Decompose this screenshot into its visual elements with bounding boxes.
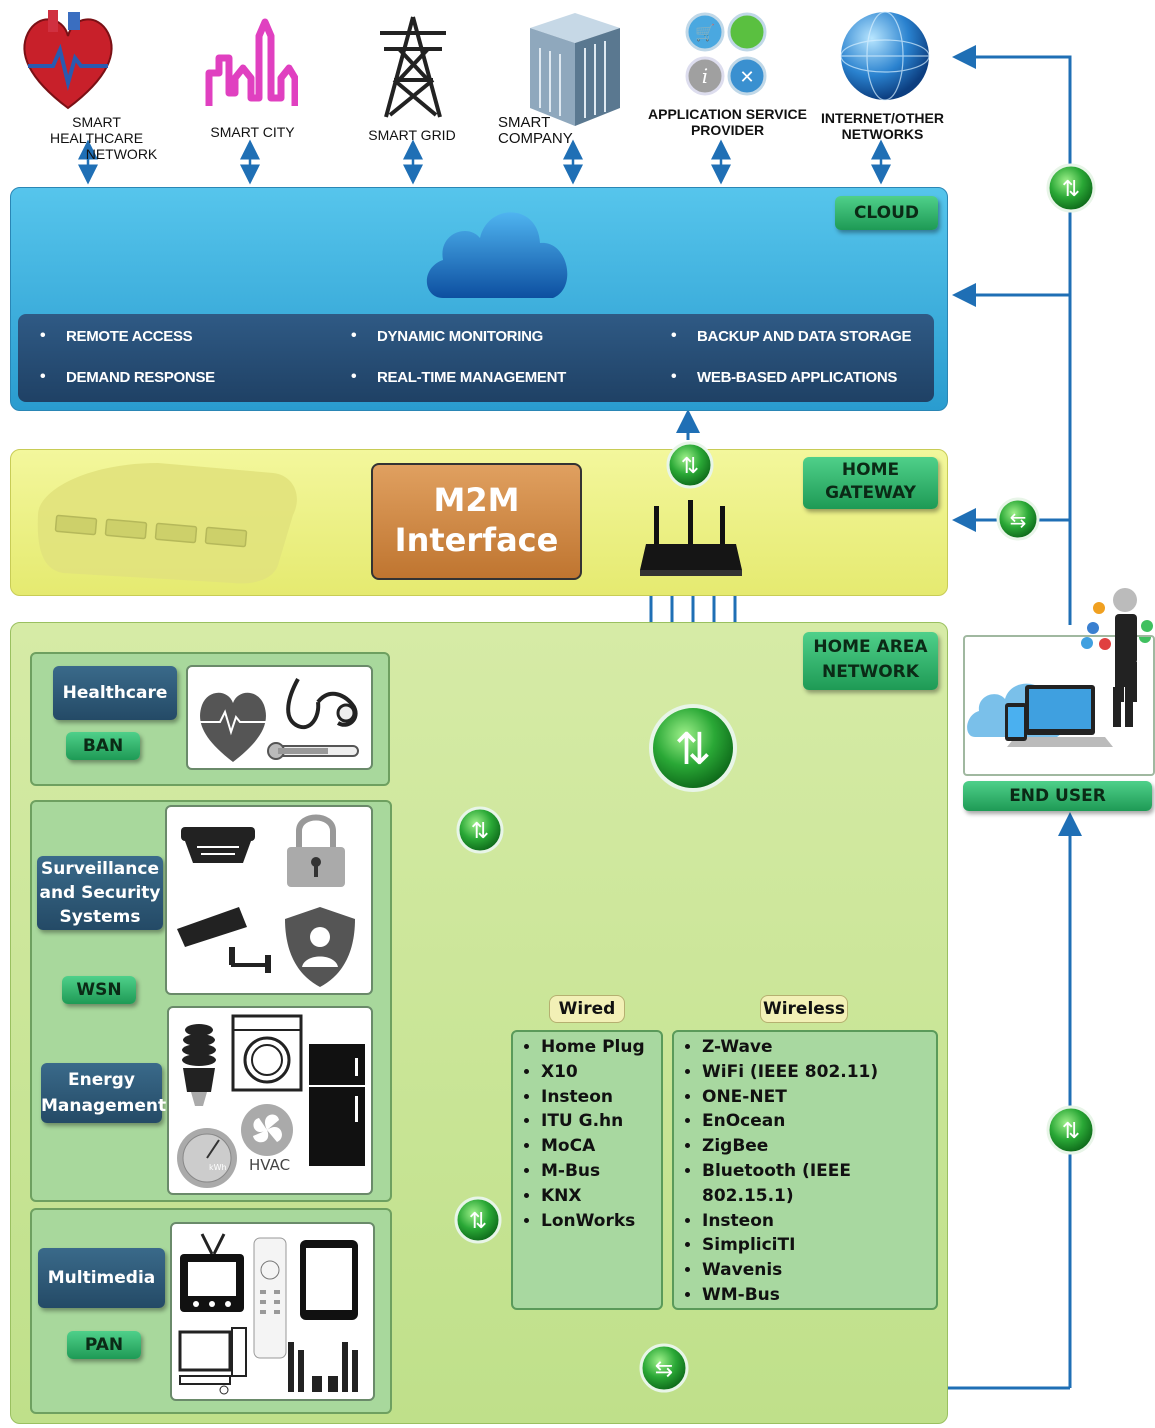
padlock-icon <box>287 814 345 887</box>
cctv-camera-icon <box>177 907 271 973</box>
exchange-horizontal-icon: ⇆ <box>996 497 1040 541</box>
stethoscope-icon <box>286 678 358 729</box>
top-node-arrows <box>78 139 891 185</box>
service-dynamic-monitoring: DYNAMIC MONITORING <box>351 327 543 345</box>
healthcare-devices-box <box>186 665 373 770</box>
washing-machine-icon <box>231 1014 303 1092</box>
energy-devices-box: kWh HVAC <box>167 1006 373 1195</box>
usb-hub-icon <box>37 463 297 584</box>
pan-tag: PAN <box>67 1331 141 1359</box>
app-service-icon: 🛒 i ✕ <box>685 12 767 96</box>
wireless-item: WiFi (IEEE 802.11) <box>702 1060 936 1085</box>
exchange-horizontal-icon: ⇆ <box>639 1343 689 1393</box>
wireless-list: Z-Wave WiFi (IEEE 802.11) ONE-NET EnOcea… <box>672 1030 938 1310</box>
smoke-detector-icon <box>181 827 255 863</box>
desktop-computer-icon <box>178 1327 247 1395</box>
wired-item: Insteon <box>541 1085 661 1110</box>
wireless-item: Insteon <box>702 1209 936 1234</box>
wsn-tag: WSN <box>62 976 136 1004</box>
wireless-item: Bluetooth (IEEE 802.15.1) <box>702 1159 936 1209</box>
svg-text:⇅: ⇅ <box>675 724 712 775</box>
node-label-grid: SMART GRID <box>368 127 456 143</box>
cloud-devices-icon <box>967 683 1113 747</box>
svg-text:⇅: ⇅ <box>681 454 699 479</box>
service-demand-response: DEMAND RESPONSE <box>40 368 215 386</box>
remote-control-icon <box>253 1237 287 1359</box>
wired-item: LonWorks <box>541 1209 661 1234</box>
refrigerator-icon <box>309 1044 365 1166</box>
svg-text:⇅: ⇅ <box>469 1209 487 1234</box>
svg-text:i: i <box>702 64 708 88</box>
service-remote-access: REMOTE ACCESS <box>40 327 193 345</box>
tv-icon <box>180 1233 244 1312</box>
multimedia-label: Multimedia <box>38 1248 165 1308</box>
light-bulb-icon <box>182 1024 216 1106</box>
wireless-item: WM-Bus <box>702 1283 936 1308</box>
wireless-item: ZigBee <box>702 1134 936 1159</box>
service-web-apps: WEB-BASED APPLICATIONS <box>671 368 897 386</box>
kwh-label: kWh <box>209 1163 227 1172</box>
svg-text:⇅: ⇅ <box>1062 177 1080 202</box>
exchange-vertical-icon: ⇅ <box>454 1196 502 1244</box>
hvac-label: HVAC <box>249 1156 290 1174</box>
svg-text:✕: ✕ <box>739 67 754 88</box>
heart-icon <box>23 10 113 110</box>
router-icon <box>640 500 742 576</box>
exchange-vertical-icon: ⇅ <box>1046 1105 1096 1155</box>
wired-item: MoCA <box>541 1134 661 1159</box>
security-devices-box <box>165 805 373 995</box>
wireless-item: SimpliciTI <box>702 1233 936 1258</box>
node-label-city: SMART CITY <box>210 124 295 140</box>
exchange-vertical-icon: ⇅ <box>1046 163 1096 213</box>
wired-item: M-Bus <box>541 1159 661 1184</box>
wireless-item: ONE-NET <box>702 1085 936 1110</box>
wireless-item: Wavenis <box>702 1258 936 1283</box>
fan-icon <box>241 1104 293 1156</box>
user-figure-icon <box>1087 588 1153 702</box>
service-backup-storage: BACKUP AND DATA STORAGE <box>671 327 912 345</box>
speakers-icon <box>288 1342 358 1392</box>
building-icon <box>530 13 620 126</box>
globe-icon <box>840 11 930 101</box>
healthcare-label: Healthcare <box>53 666 177 720</box>
wireless-item: Z-Wave <box>702 1035 936 1060</box>
svg-text:🛒: 🛒 <box>695 23 715 42</box>
ban-tag: BAN <box>66 732 140 760</box>
power-tower-icon <box>380 16 446 118</box>
end-user-tag: END USER <box>963 781 1152 811</box>
svg-text:⇆: ⇆ <box>655 1357 673 1382</box>
wired-item: ITU G.hn <box>541 1109 661 1134</box>
multimedia-devices-box <box>170 1222 375 1401</box>
svg-text:⇅: ⇅ <box>471 819 489 844</box>
wired-item: X10 <box>541 1060 661 1085</box>
m2m-interface: M2M Interface <box>371 463 582 580</box>
wireless-item: EnOcean <box>702 1109 936 1134</box>
energy-meter-icon <box>177 1128 237 1188</box>
wireless-title: Wireless <box>760 995 848 1023</box>
security-shield-icon <box>285 907 355 987</box>
svg-text:⇆: ⇆ <box>1010 508 1027 532</box>
wired-title: Wired <box>549 995 625 1023</box>
exchange-vertical-icon: ⇅ <box>649 704 737 792</box>
service-realtime-management: REAL-TIME MANAGEMENT <box>351 368 566 386</box>
city-icon <box>205 18 298 106</box>
cloud-tag: CLOUD <box>835 196 938 230</box>
cloud-icon <box>426 212 568 298</box>
exchange-vertical-icon: ⇅ <box>456 806 504 854</box>
svg-text:⇅: ⇅ <box>1062 1119 1080 1144</box>
wired-item: KNX <box>541 1184 661 1209</box>
exchange-vertical-icon: ⇅ <box>666 441 714 489</box>
wired-item: Home Plug <box>541 1035 661 1060</box>
tablet-icon <box>300 1240 358 1320</box>
wired-list: Home Plug X10 Insteon ITU G.hn MoCA M-Bu… <box>511 1030 663 1310</box>
